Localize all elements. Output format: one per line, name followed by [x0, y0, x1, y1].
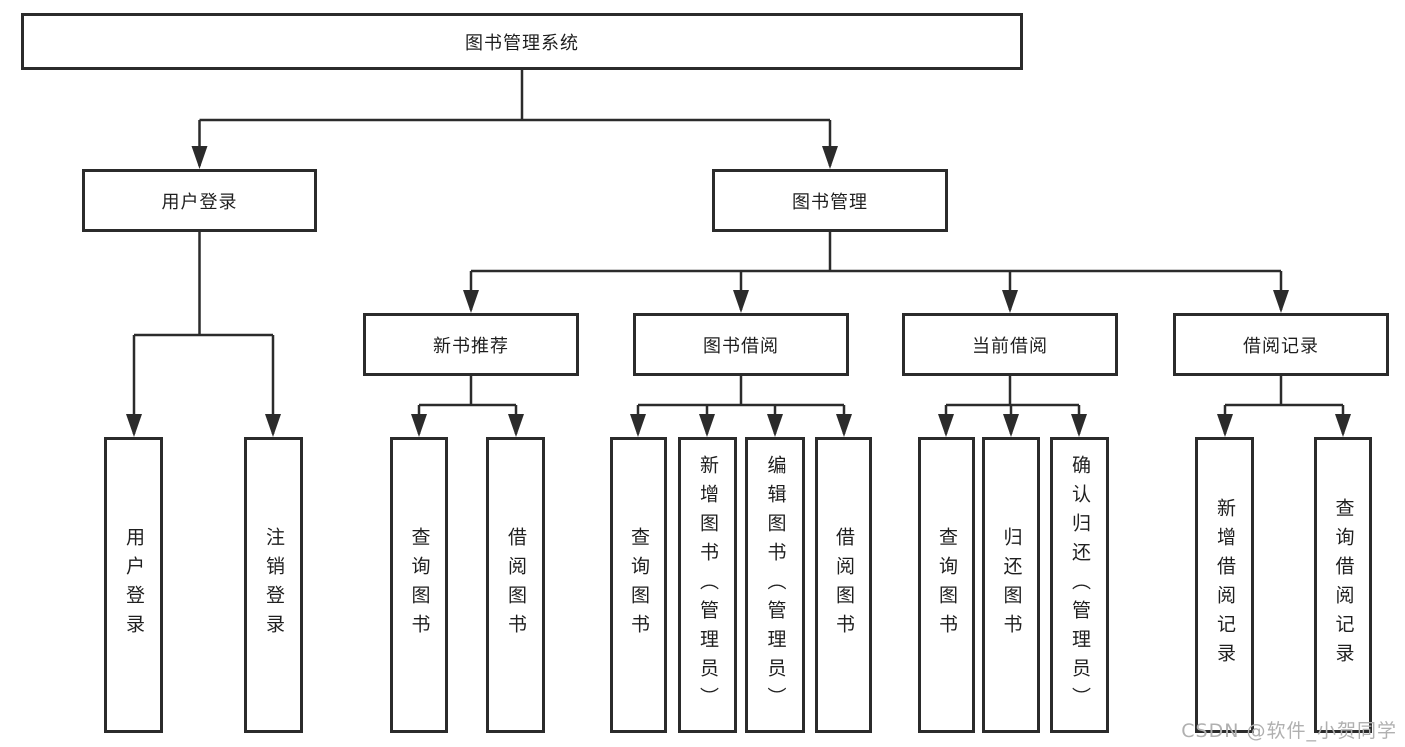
- leaf-return-book: 归还图书: [982, 437, 1040, 733]
- node-new-book-recommend: 新书推荐: [363, 313, 579, 376]
- leaf-logout: 注销登录: [244, 437, 303, 733]
- leaf-user-login: 用户登录: [104, 437, 163, 733]
- watermark: CSDN @软件_小贺同学: [1181, 720, 1397, 742]
- node-root: 图书管理系统: [21, 13, 1023, 70]
- leaf-edit-book-admin: 编辑图书（管理员）: [745, 437, 805, 733]
- leaf-add-borrow-record: 新增借阅记录: [1195, 437, 1254, 733]
- leaf-query-books-borrow: 查询图书: [610, 437, 667, 733]
- leaf-query-books-recommend: 查询图书: [390, 437, 448, 733]
- leaf-query-books-current: 查询图书: [918, 437, 975, 733]
- leaf-confirm-return-admin: 确认归还（管理员）: [1050, 437, 1109, 733]
- leaf-add-book-admin: 新增图书（管理员）: [678, 437, 737, 733]
- node-book-borrow: 图书借阅: [633, 313, 849, 376]
- leaf-borrow-books-recommend: 借阅图书: [486, 437, 545, 733]
- leaf-query-borrow-record: 查询借阅记录: [1314, 437, 1372, 733]
- leaf-borrow-books: 借阅图书: [815, 437, 872, 733]
- node-current-borrow: 当前借阅: [902, 313, 1118, 376]
- node-borrow-record: 借阅记录: [1173, 313, 1389, 376]
- node-user-login: 用户登录: [82, 169, 317, 232]
- node-book-management: 图书管理: [712, 169, 948, 232]
